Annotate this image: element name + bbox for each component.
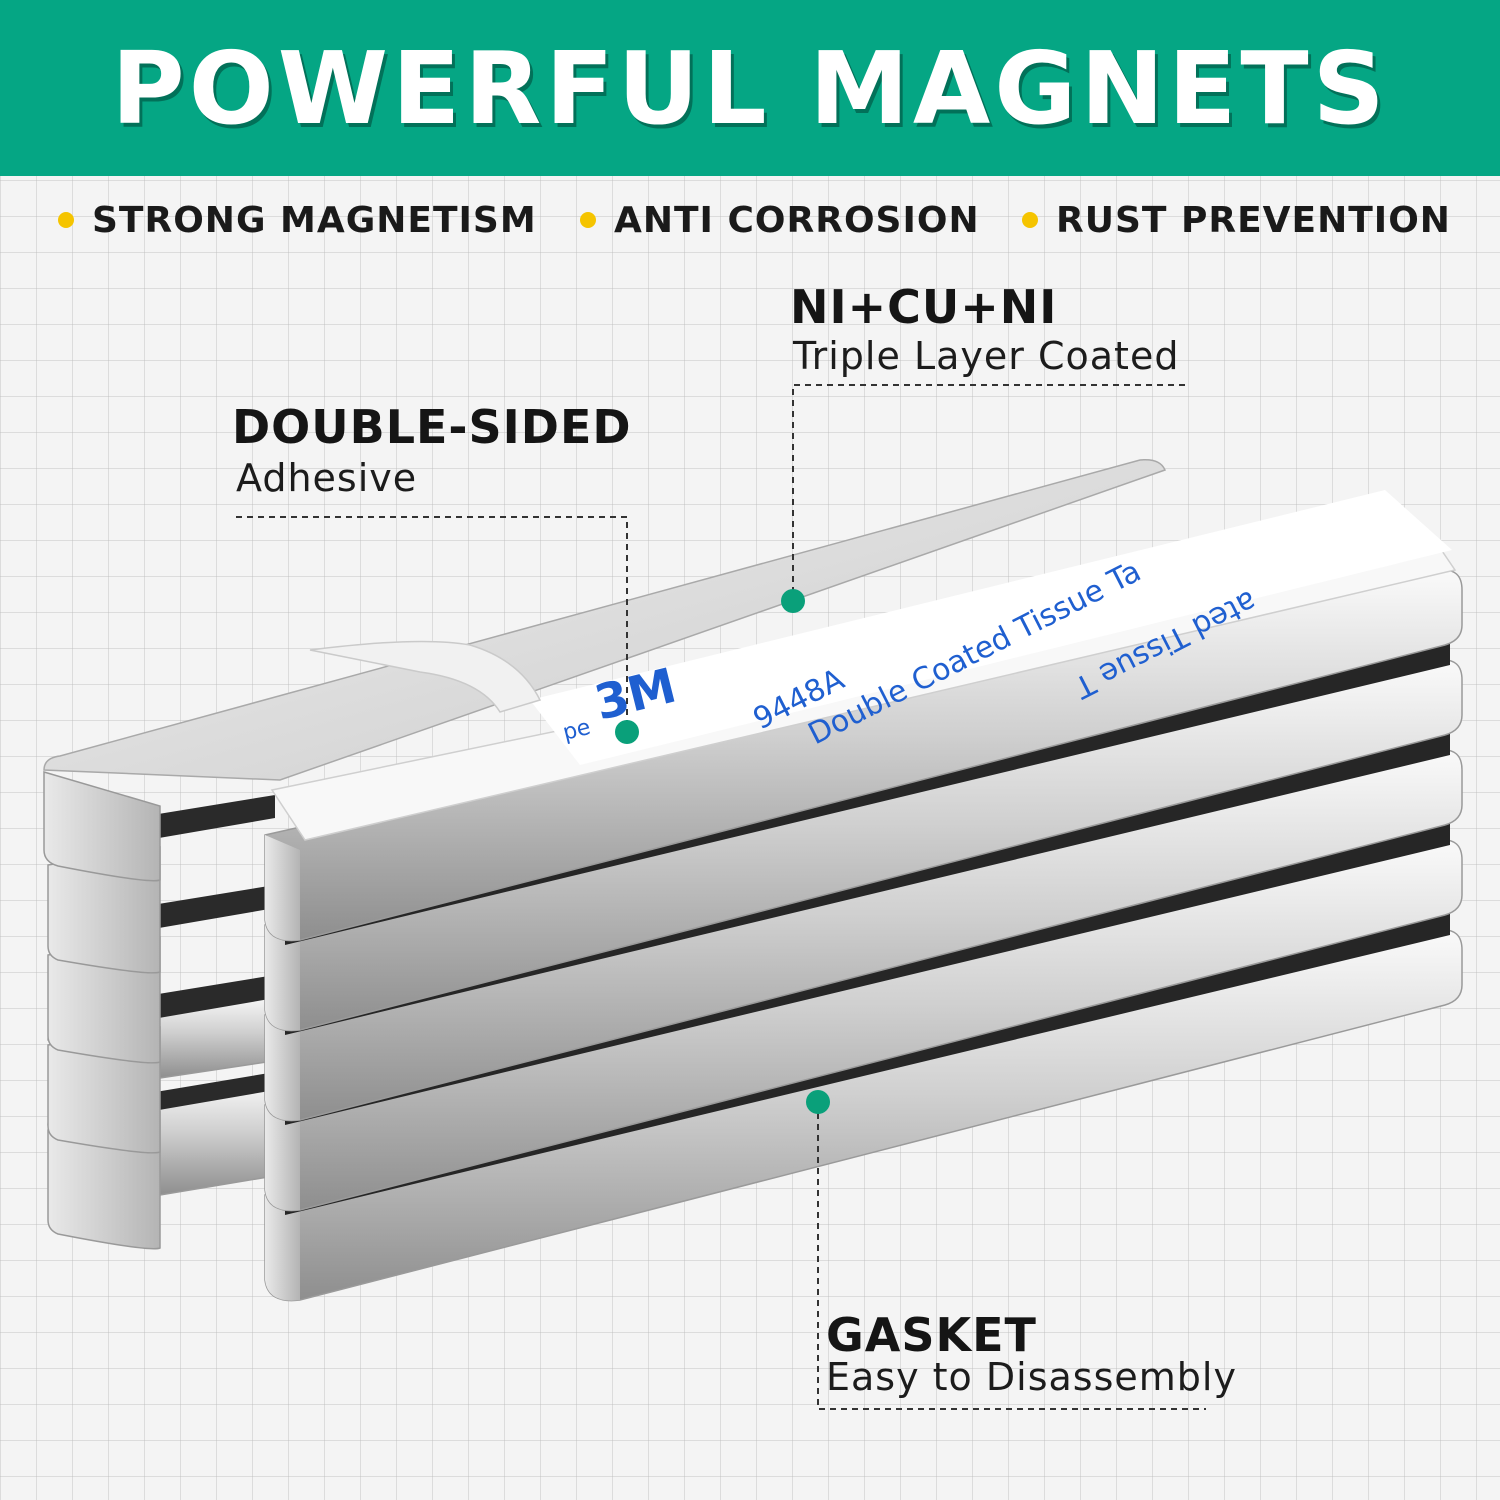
left-magnet-stack [43, 458, 1166, 1250]
magnet-bar [264, 749, 1463, 1122]
callout-leaders [236, 384, 1206, 1410]
feature-label: RUST PREVENTION [1056, 199, 1451, 241]
adhesive-callout-title: DOUBLE-SIDED [232, 400, 632, 454]
magnet-bar [264, 659, 1463, 1032]
adhesive-marker-dot [615, 720, 639, 744]
header-banner: POWERFUL MAGNETS [0, 0, 1500, 176]
magnet-bar [264, 839, 1463, 1212]
magnet-bar [264, 569, 1463, 942]
gasket-callout-subtitle: Easy to Disassembly [826, 1355, 1237, 1399]
right-magnet-stack [264, 569, 1463, 1302]
page-title: POWERFUL MAGNETS [111, 29, 1389, 147]
feature-list: STRONG MAGNETISM ANTI CORROSION RUST PRE… [0, 194, 1500, 246]
bullet-dot-icon [1022, 212, 1038, 228]
gasket-leader-line [817, 1102, 1206, 1410]
gasket-callout-title: GASKET [826, 1308, 1037, 1362]
feature-item: STRONG MAGNETISM [58, 194, 537, 246]
feature-label: ANTI CORROSION [614, 199, 980, 241]
coating-marker-dot [781, 589, 805, 613]
bullet-dot-icon [58, 212, 74, 228]
feature-label: STRONG MAGNETISM [92, 199, 537, 241]
coating-callout-subtitle: Triple Layer Coated [793, 334, 1180, 378]
gasket-marker-dot [806, 1090, 830, 1114]
adhesive-tape: pe 3M 9448A Double Coated Tissue Ta ated… [270, 490, 1457, 841]
feature-item: RUST PREVENTION [1022, 194, 1451, 246]
magnet-bar [264, 929, 1463, 1302]
magnet-bar [43, 458, 1166, 882]
coating-callout-title: NI+CU+NI [790, 280, 1058, 334]
adhesive-leader-line [236, 516, 628, 730]
adhesive-callout-subtitle: Adhesive [236, 456, 418, 500]
bullet-dot-icon [580, 212, 596, 228]
feature-item: ANTI CORROSION [580, 194, 980, 246]
